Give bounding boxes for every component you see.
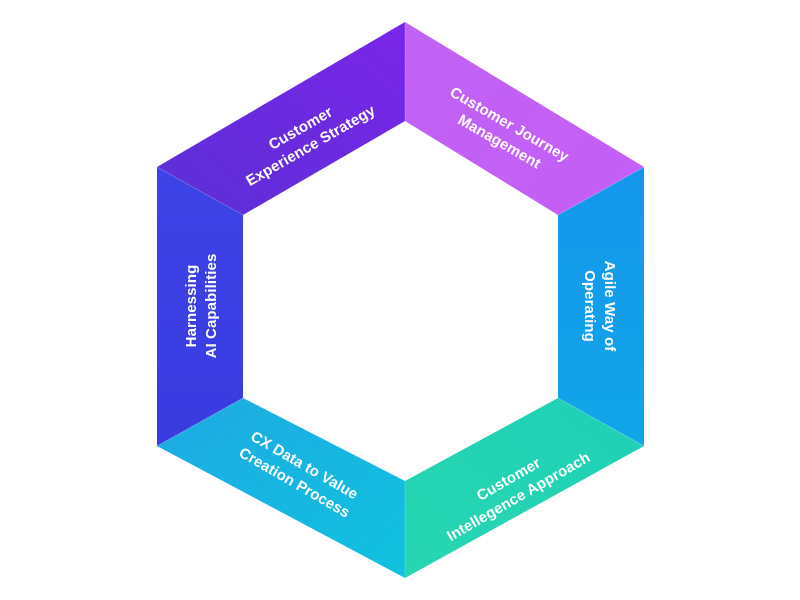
label-agile-operating: Agile Way of Operating [581,261,618,353]
segment-cx-strategy [157,22,405,215]
segment-intelligence-approach [405,398,644,578]
label-harnessing-ai: Harnessing AI Capabilities [183,254,220,359]
segment-journey-management [405,22,644,215]
label-harnessing-ai-line-1: Harnessing [183,265,200,348]
label-agile-operating-line-1: Agile Way of [601,261,618,353]
label-harnessing-ai-line-2: AI Capabilities [203,254,220,359]
label-agile-operating-line-2: Operating [581,270,598,342]
segment-agile-operating [558,167,644,446]
segment-cx-data-value [157,398,405,578]
segment-harnessing-ai [157,167,243,446]
bevel-lines [156,22,645,578]
hexagon-segments [157,22,644,578]
